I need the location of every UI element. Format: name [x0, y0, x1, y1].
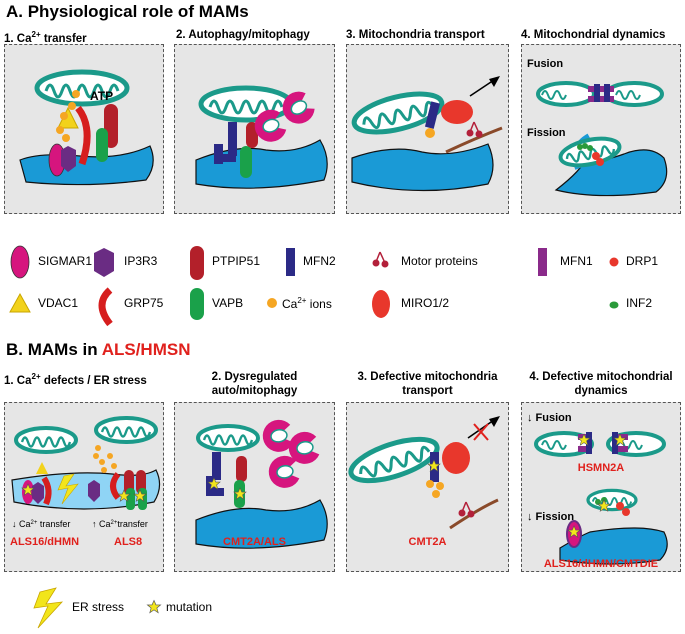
disease-als8: ALS8 — [114, 536, 143, 548]
b4-fusion-label: ↓ Fusion — [527, 412, 572, 424]
b4-artwork — [534, 431, 668, 565]
drp1-icon — [609, 257, 619, 267]
legend-grp75: GRP75 — [124, 296, 164, 310]
legend-er-stress: ER stress — [72, 600, 125, 614]
legend-drp1: DRP1 — [626, 254, 659, 268]
legend-vapb: VAPB — [212, 296, 244, 310]
a2-artwork — [195, 87, 328, 189]
sigmar1-icon — [10, 245, 30, 279]
legend-sigmar1: SIGMAR1 — [38, 254, 93, 268]
b4-fission-label: ↓ Fission — [527, 511, 574, 523]
atp-label: ATP — [90, 89, 113, 103]
disease-als16-dhmn-cmtdie: ALS16/dHMN/CMTDIE — [543, 558, 659, 570]
fusion-label: Fusion — [527, 58, 563, 70]
a3-artwork — [350, 76, 503, 192]
ip3r3-icon — [94, 248, 114, 277]
legend-icons — [9, 245, 619, 327]
motor-proteins-icon — [371, 251, 390, 269]
legend-miro: MIRO1/2 — [401, 296, 450, 310]
legend-ptpip51: PTPIP51 — [212, 254, 261, 268]
b3-artwork — [346, 416, 500, 530]
disease-cmt2a-als: CMT2A/ALS — [223, 536, 286, 548]
panel-b1-title: 1. Ca2+ defects / ER stress — [4, 372, 147, 387]
panel-a1-title: 1. Ca2+ transfer — [4, 30, 87, 45]
section-b-title: B. MAMs in ALS/HMSN — [6, 340, 191, 359]
a1-artwork — [19, 72, 154, 186]
mfn1-icon — [538, 248, 547, 276]
mutation-star-icon — [147, 600, 161, 614]
mfn2-icon — [286, 248, 295, 276]
panel-a2-title: 2. Autophagy/mitophagy — [176, 29, 310, 41]
disease-als16-dhmn: ALS16/dHMN — [10, 536, 80, 548]
legend-ca-ions: Ca2+ ions — [282, 296, 332, 311]
ca-ions-icon — [267, 298, 277, 308]
down-ca-transfer: ↓ Ca2+ transfer — [12, 519, 70, 529]
legend-ip3r3: IP3R3 — [124, 254, 158, 268]
section-a-title: A. Physiological role of MAMs — [6, 2, 249, 21]
vapb-icon — [190, 288, 204, 320]
legend-vdac1: VDAC1 — [38, 296, 79, 310]
inf2-icon — [609, 301, 619, 309]
panel-a3-title: 3. Mitochondria transport — [346, 29, 485, 41]
legend-inf2: INF2 — [626, 296, 653, 310]
legend-mfn1: MFN1 — [560, 254, 593, 268]
b2-artwork — [195, 417, 328, 549]
b1-artwork — [11, 416, 161, 510]
legend-mutation: mutation — [166, 600, 213, 614]
up-ca-transfer: ↑ Ca2+transfer — [92, 519, 148, 529]
legend-mfn2: MFN2 — [303, 254, 336, 268]
grp75-icon — [98, 287, 113, 327]
ptpip51-icon — [190, 246, 204, 280]
er-stress-icon — [33, 587, 64, 629]
disease-cmt2a: CMT2A — [408, 536, 447, 548]
legend-motor: Motor proteins — [401, 254, 478, 268]
miro-icon — [372, 290, 390, 318]
a4-artwork — [536, 81, 668, 197]
fission-label: Fission — [527, 127, 566, 139]
panel-a4-title: 4. Mitochondrial dynamics — [521, 29, 666, 41]
disease-hsmn2a: HSMN2A — [577, 462, 625, 474]
vdac1-icon — [9, 292, 31, 313]
